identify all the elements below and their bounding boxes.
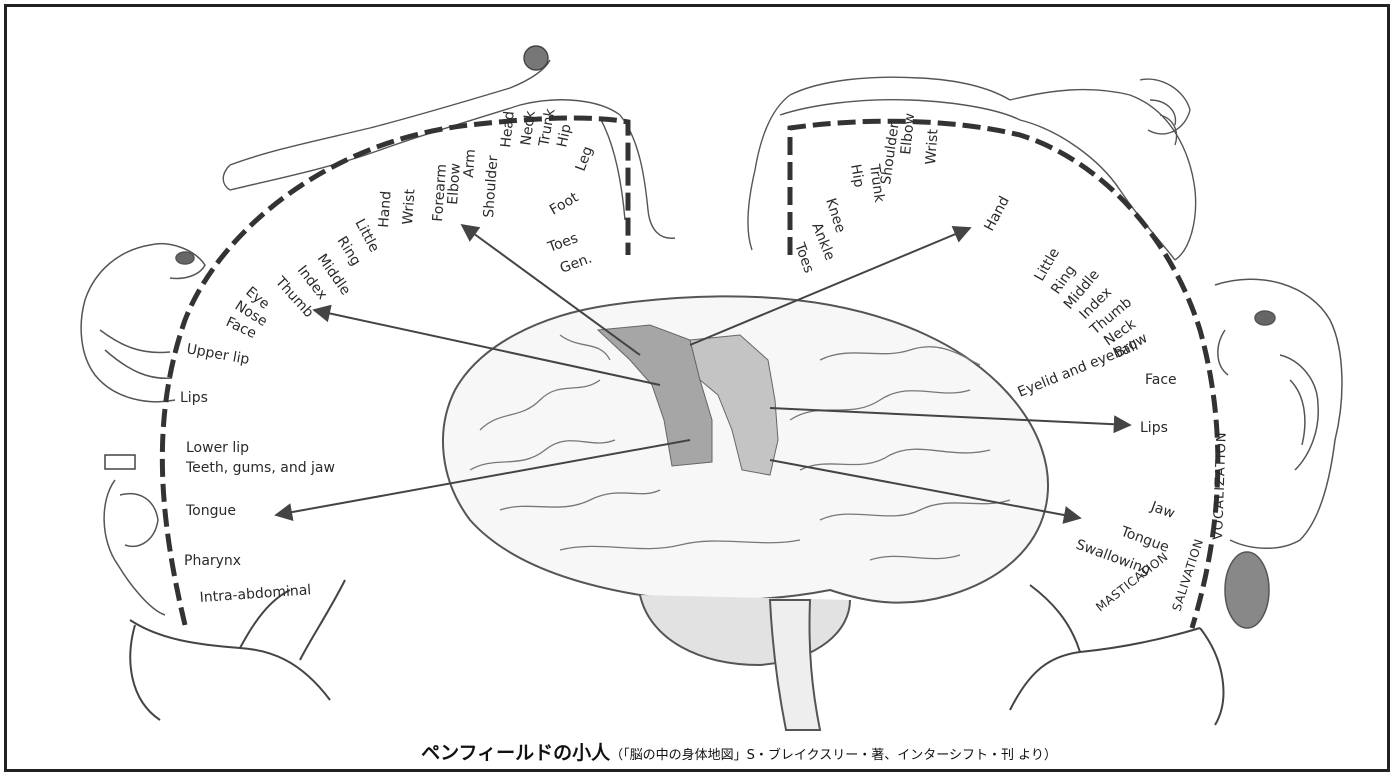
caption-source: （「脳の中の身体地図」S・ブレイクスリー・著、インターシフト・刊 より） — [610, 748, 1057, 763]
motor-label-jaw: Jaw — [1148, 498, 1177, 522]
motor-label-face: Face — [1145, 372, 1177, 388]
sensory-label-head: Head — [498, 110, 518, 148]
sensory-label-wrist: Wrist — [400, 188, 418, 225]
motor-label-lips: Lips — [1140, 420, 1168, 436]
sensory-label-forearm: Forearm — [430, 163, 450, 222]
sensory-label-arm: Arm — [461, 148, 479, 178]
sensory-label-lips: Lips — [180, 390, 208, 406]
sensory-label-leg: Leg — [573, 144, 597, 173]
motor-label-wrist: Wrist — [923, 128, 941, 165]
motor-label-eyelid-and-eyeball: Eyelid and eyeball — [1016, 338, 1141, 401]
sensory-label-upper-lip: Upper lip — [185, 341, 250, 368]
vocalization-label: VOCALIZATION — [1211, 431, 1230, 540]
sensory-label-hip: Hip — [554, 123, 575, 149]
sensory-label-intra-abdominal: Intra-abdominal — [199, 582, 312, 606]
caption-title: ペンフィールドの小人 — [421, 742, 610, 764]
sensory-label-gen: Gen. — [558, 251, 594, 277]
sensory-label-teeth-gums-and-jaw: Teeth, gums, and jaw — [185, 460, 335, 476]
sensory-label-neck: Neck — [518, 109, 539, 147]
figure-caption: ペンフィールドの小人（「脳の中の身体地図」S・ブレイクスリー・著、インターシフト… — [0, 738, 1398, 765]
sensory-label-pharynx: Pharynx — [184, 553, 241, 569]
motor-face — [1215, 279, 1342, 628]
right-stem — [1010, 585, 1223, 725]
sensory-label-foot: Foot — [547, 189, 582, 218]
motor-label-hip: Hip — [847, 163, 867, 189]
sensory-label-tongue: Tongue — [185, 503, 236, 519]
motor-label-elbow: Elbow — [898, 112, 918, 155]
sensory-homunculus-body — [223, 46, 675, 238]
sensory-label-shoulder: Shoulder — [481, 155, 501, 219]
sensory-label-lower-lip: Lower lip — [186, 440, 249, 456]
motor-label-toes: Toes — [791, 240, 817, 275]
sensory-label-toes: Toes — [545, 230, 580, 256]
motor-label-hand: Hand — [981, 194, 1012, 234]
sensory-label-hand: Hand — [376, 190, 395, 228]
sensory-label-ring: Ring — [334, 234, 364, 269]
brain — [443, 296, 1048, 730]
